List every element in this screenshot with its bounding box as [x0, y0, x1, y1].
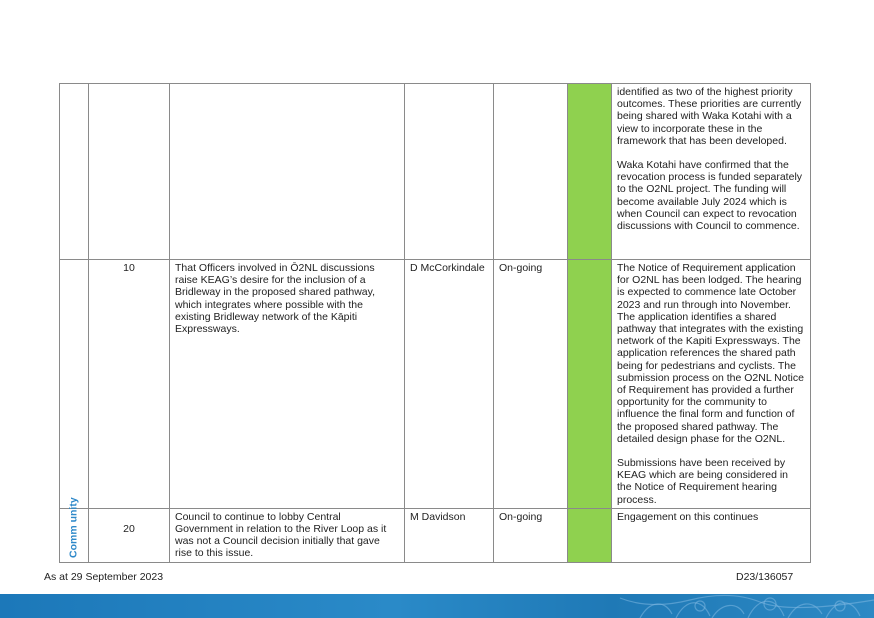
status-indicator [567, 259, 612, 509]
category-cell [59, 83, 89, 260]
update-paragraph: identified as two of the highest priorit… [617, 86, 802, 147]
table-row: identified as two of the highest priorit… [59, 83, 811, 260]
table-row: Comm unity 20 Council to continue to lob… [59, 497, 811, 563]
footer-date: As at 29 September 2023 [44, 571, 164, 583]
action-owner [404, 83, 494, 260]
action-timeframe: On-going [493, 507, 568, 563]
action-text: Council to continue to lobby Central Gov… [169, 507, 405, 563]
update-paragraph: The Notice of Requirement application fo… [617, 262, 804, 445]
action-number: 20 [88, 507, 170, 563]
table-row: 10 That Officers involved in Ō2NL discus… [59, 259, 811, 509]
action-owner: M Davidson [404, 507, 494, 563]
category-label: Comm unity [67, 497, 80, 558]
status-indicator [567, 507, 612, 563]
action-timeframe: On-going [493, 259, 568, 509]
update-paragraph: Waka Kotahi have confirmed that the revo… [617, 159, 803, 233]
update-cell: The Notice of Requirement application fo… [611, 259, 811, 509]
update-cell: Engagement on this continues [611, 507, 811, 563]
status-indicator [567, 83, 612, 260]
action-text [169, 83, 405, 260]
action-text: That Officers involved in Ō2NL discussio… [169, 259, 405, 509]
action-timeframe [493, 83, 568, 260]
actions-table: identified as two of the highest priorit… [59, 83, 811, 563]
update-paragraph: Submissions have been received by KEAG w… [617, 457, 789, 506]
decorative-pattern-icon [619, 594, 874, 618]
footer-doc-ref: D23/136057 [736, 571, 794, 583]
category-cell [59, 259, 89, 509]
category-cell: Comm unity [59, 497, 89, 563]
action-owner: D McCorkindale [404, 259, 494, 509]
update-paragraph: Engagement on this continues [617, 510, 759, 523]
update-cell: identified as two of the highest priorit… [611, 83, 811, 260]
footer-band [0, 594, 874, 618]
action-number: 10 [88, 259, 170, 509]
action-number [88, 83, 170, 260]
